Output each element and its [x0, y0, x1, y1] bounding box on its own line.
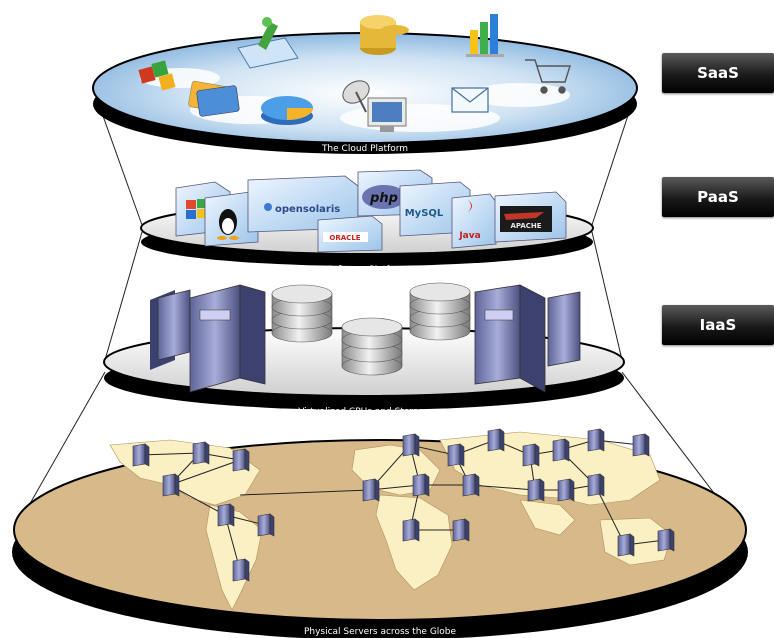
mysql-logo: MySQL — [405, 208, 444, 219]
php-logo: php — [369, 191, 398, 206]
iaas-layer-label: Virtualized CPUs and Storage — [298, 407, 430, 417]
database-group — [271, 282, 471, 376]
server-tower-icon — [547, 291, 581, 367]
map-server-icon — [162, 473, 180, 497]
map-server-icon — [557, 478, 575, 502]
map-server-icon — [447, 443, 465, 467]
map-server-icon — [587, 473, 605, 497]
blocks-icon — [138, 60, 176, 91]
coins-icon — [360, 15, 409, 55]
map-server-icon — [527, 478, 545, 502]
map-server-icon — [217, 503, 235, 527]
iaas-badge: IaaS — [662, 305, 774, 345]
map-server-icon — [132, 443, 150, 467]
physical-layer-label: Physical Servers across the Globe — [304, 627, 457, 637]
saas-layer: The Cloud Platform — [92, 14, 638, 154]
map-server-icon — [522, 443, 540, 467]
java-logo: Java — [458, 231, 480, 241]
database-icon — [341, 317, 403, 376]
checkbox-edit-icon — [237, 17, 299, 69]
map-server-icon — [402, 433, 420, 457]
map-server-icon — [412, 473, 430, 497]
map-server-icon — [617, 533, 635, 557]
shopping-cart-icon — [525, 59, 571, 94]
map-server-icon — [232, 558, 250, 582]
apache-box-icon: APACHE — [494, 191, 567, 243]
server-tower-icon — [189, 284, 266, 393]
bar-chart-icon — [466, 14, 504, 57]
paas-layer-label: Software Platform — [327, 265, 408, 275]
database-icon — [271, 284, 333, 343]
map-server-icon — [192, 441, 210, 465]
oracle-box-icon: ORACLE — [317, 215, 383, 253]
map-server-icon — [257, 513, 275, 537]
database-icon — [409, 282, 471, 341]
physical-layer: Physical Servers across the Globe — [12, 428, 748, 638]
server-tower-icon — [474, 284, 546, 393]
apache-logo: APACHE — [510, 222, 541, 230]
map-server-icon — [587, 428, 605, 452]
credit-card-icon — [188, 80, 240, 117]
map-server-icon — [452, 518, 470, 542]
map-server-icon — [362, 478, 380, 502]
software-boxes: opensolaris ORACLE php MySQL — [175, 169, 567, 253]
map-server-icon — [232, 448, 250, 472]
saas-layer-label: The Cloud Platform — [321, 144, 408, 154]
map-server-icon — [487, 428, 505, 452]
map-server-icon — [462, 473, 480, 497]
monitor-icon — [367, 97, 407, 132]
map-server-group — [132, 428, 675, 582]
paas-layer: opensolaris ORACLE php MySQL — [140, 169, 594, 275]
opensolaris-logo: opensolaris — [275, 204, 340, 215]
envelope-icon — [451, 87, 489, 113]
map-server-icon — [402, 518, 420, 542]
pie-chart-icon — [261, 96, 313, 125]
linux-box-icon — [204, 191, 259, 247]
php-box-icon: php — [357, 169, 433, 217]
map-server-icon — [552, 438, 570, 462]
iaas-layer: Virtualized CPUs and Storage — [103, 282, 625, 417]
oracle-logo: ORACLE — [329, 234, 360, 242]
map-server-icon — [657, 528, 675, 552]
saas-badge: SaaS — [662, 53, 774, 93]
map-server-icon — [632, 433, 650, 457]
satellite-dish-icon — [342, 80, 370, 113]
paas-badge: PaaS — [662, 177, 774, 217]
java-box-icon: Java — [451, 193, 497, 249]
